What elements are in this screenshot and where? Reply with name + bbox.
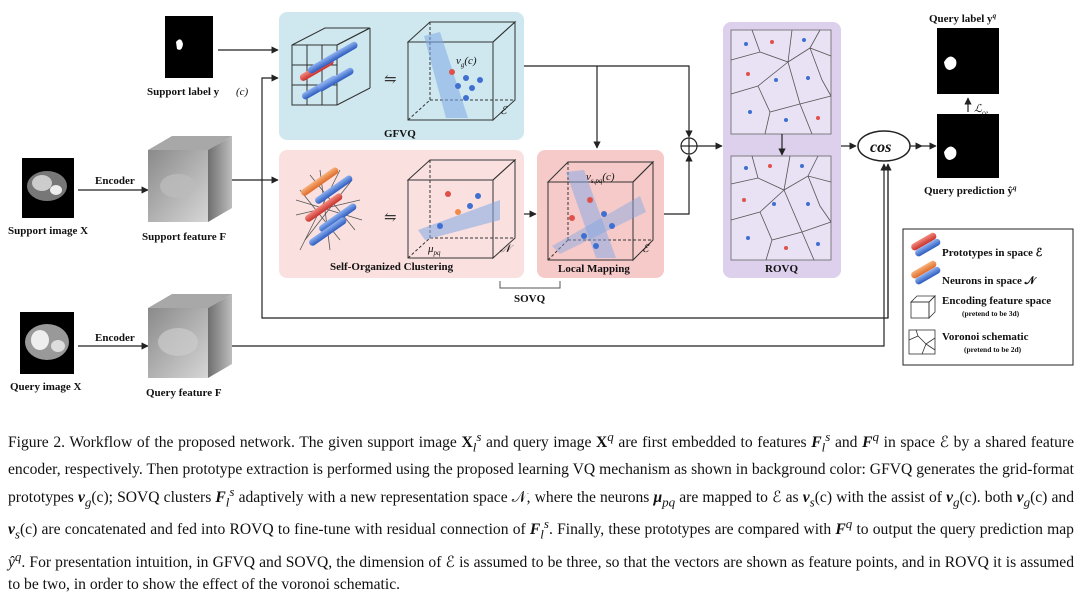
legend-encoding: Encoding feature space (942, 295, 1051, 307)
local-mapping-panel (537, 150, 664, 278)
local-space-e: ℰ (642, 243, 650, 255)
support-image-text: Support image X (8, 225, 88, 237)
gfvq-vg: νg(c) (456, 55, 477, 69)
local-plane-1 (566, 170, 616, 258)
gfvq-swap-icon: ⇋ (384, 72, 397, 88)
legend-neurons: Neurons in space 𝒩 (942, 275, 1038, 287)
sovq-label: SOVQ (514, 293, 546, 305)
local-vspq: νs,pq(c) (586, 171, 615, 185)
query-feature-cube (148, 294, 232, 378)
query-label-text: Query label yq (929, 12, 997, 25)
local-plane-2 (552, 196, 646, 254)
gfvq-points (449, 69, 483, 101)
legend-encoding-note: (pretend to be 3d) (962, 309, 1020, 318)
figure-caption: Figure 2. Workflow of the proposed netwo… (8, 426, 1074, 596)
sovq-plane (418, 200, 500, 240)
local-points (569, 197, 615, 249)
workflow-figure: Support label y (c) Support image X Enco… (8, 12, 1074, 399)
gfvq-rods (299, 41, 358, 100)
legend: Prototypes in space ℰ Neurons in space 𝒩… (902, 228, 1074, 366)
sovq-swap-icon: ⇋ (384, 210, 397, 226)
query-feature-text: Query feature F (146, 387, 222, 399)
caption-paragraph: Figure 2. Workflow of the proposed netwo… (8, 429, 1075, 594)
soc-label: Self-Organized Clustering (330, 261, 454, 273)
cos-node: cos (857, 130, 911, 162)
support-label-math: (c) (236, 86, 249, 98)
gfvq-plane (424, 32, 468, 118)
sovq-rods (301, 167, 357, 246)
legend-voronoi-note: (pretend to be 2d) (964, 345, 1022, 354)
concat-icon (680, 137, 698, 155)
local-mapping-label: Local Mapping (558, 263, 630, 275)
connections (218, 46, 937, 347)
rovq-label: ROVQ (765, 263, 798, 275)
gfvq-space-e: ℰ (500, 105, 508, 117)
query-prediction-text: Query prediction ŷq (924, 184, 1017, 197)
query-image-text: Query image X (10, 381, 82, 393)
support-feature-cube (148, 136, 232, 222)
support-label-image (165, 16, 213, 78)
sovq-points (437, 191, 481, 229)
gfvq-panel (279, 12, 524, 140)
loss-label: ℒce (974, 103, 988, 117)
query-prediction-image (937, 114, 999, 178)
gfvq-label: GFVQ (384, 128, 416, 140)
sovq-space-n: 𝒩 (500, 243, 514, 255)
sovq-mu: μpq (427, 243, 441, 257)
support-image (22, 158, 74, 218)
query-image (20, 312, 74, 374)
legend-voronoi: Voronoi schematic (942, 331, 1029, 343)
sovq-bracket (499, 281, 561, 289)
rovq-voronoi-bottom (730, 155, 832, 261)
legend-prototypes: Prototypes in space ℰ (942, 247, 1043, 259)
rovq-voronoi-top (730, 29, 832, 135)
encoder-top-label: Encoder (95, 175, 135, 187)
svg-text:cos: cos (870, 139, 891, 156)
encoder-bottom-label: Encoder (95, 332, 135, 344)
query-label-image (937, 28, 999, 94)
support-feature-text: Support feature F (142, 231, 226, 243)
support-label-text: Support label y (147, 86, 220, 98)
